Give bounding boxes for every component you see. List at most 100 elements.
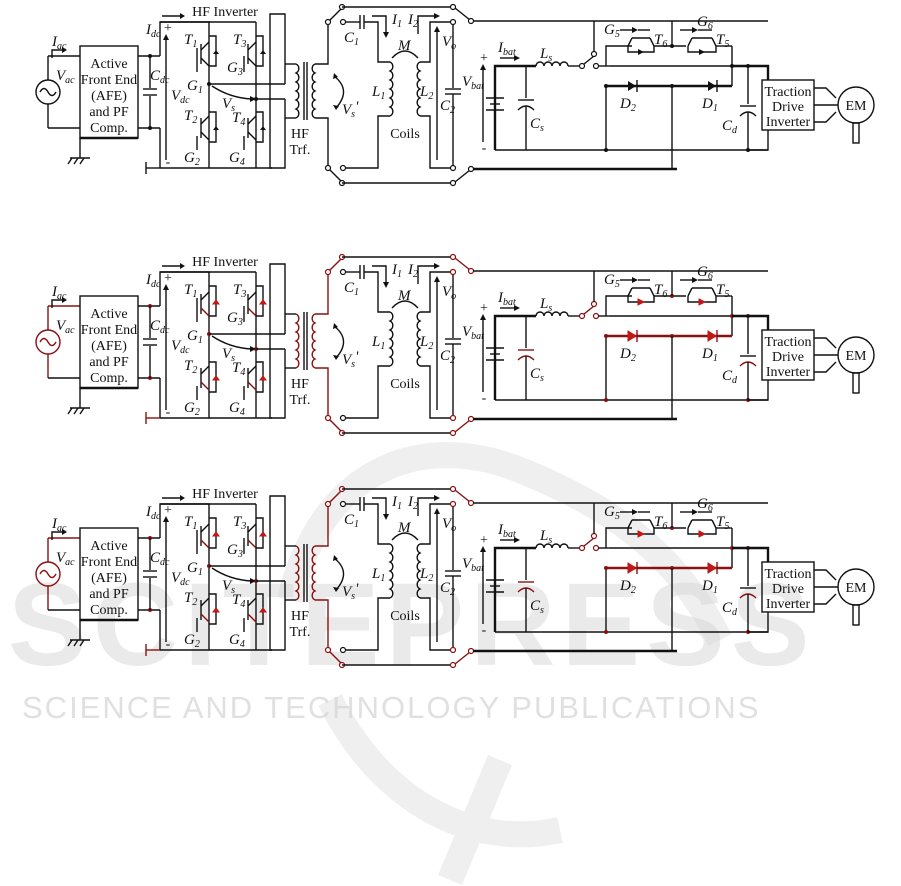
- svg-text:and PF: and PF: [89, 355, 129, 370]
- ac-source: Iac Vac: [35, 284, 80, 379]
- svg-text:Vdc: Vdc: [171, 88, 190, 106]
- traction-section: Cd Traction Drive Inverter EM: [722, 546, 875, 634]
- svg-text:HF Inverter: HF Inverter: [192, 5, 258, 20]
- igbt-t1: T1 G1: [184, 282, 220, 346]
- svg-text:G1: G1: [187, 328, 203, 346]
- svg-text:L1: L1: [371, 334, 385, 352]
- svg-text:I1: I1: [391, 494, 402, 512]
- coupling-coils: C1 I1 M L1 L2 Coils I2 Vo C2: [344, 12, 461, 169]
- igbt-t3: T3 G3: [227, 514, 267, 560]
- svg-text:T4: T4: [232, 360, 245, 378]
- svg-text:Vs': Vs': [342, 581, 359, 602]
- igbt-t4: T4 G4: [229, 360, 267, 418]
- svg-text:and PF: and PF: [89, 587, 129, 602]
- hf-transformer: HF Trf. Vs': [269, 13, 359, 169]
- secondary-switches: [449, 3, 768, 187]
- svg-text:Active: Active: [90, 307, 127, 322]
- circuit-panel-b: Iac Vac Active Front End (AFE) and PF Co…: [0, 250, 901, 450]
- svg-text:Active: Active: [90, 539, 127, 554]
- svg-text:G6: G6: [697, 496, 713, 514]
- svg-text:G4: G4: [229, 400, 245, 418]
- battery-section: + - Vbat Ibat Cs Ls: [462, 21, 768, 156]
- primary-switches: [324, 485, 453, 669]
- svg-text:T5: T5: [716, 514, 729, 532]
- coupling-coils: C1 I1 M L1 L2 Coils I2 Vo C2: [344, 262, 461, 419]
- ac-source: Iac Vac: [35, 34, 80, 129]
- svg-text:Cd: Cd: [722, 600, 738, 618]
- svg-text:HF Inverter: HF Inverter: [192, 487, 258, 502]
- hf-inverter: HF Inverter T1 G1 T3 G3: [160, 255, 285, 418]
- svg-text:M: M: [397, 520, 412, 536]
- svg-text:I2: I2: [407, 494, 418, 512]
- svg-text:D1: D1: [701, 96, 718, 114]
- svg-text:G2: G2: [184, 632, 200, 650]
- current-arrow-icon: [62, 297, 67, 303]
- svg-text:G4: G4: [229, 150, 245, 168]
- svg-text:-: -: [166, 155, 171, 170]
- svg-text:G5: G5: [604, 272, 620, 290]
- svg-text:I2: I2: [407, 262, 418, 280]
- svg-text:L2: L2: [419, 566, 433, 584]
- svg-text:Comp.: Comp.: [90, 603, 128, 618]
- transistor-t5: G6 T5: [680, 14, 729, 55]
- afe-block: Active Front End (AFE) and PF Comp.: [79, 45, 139, 140]
- svg-text:Vbat: Vbat: [462, 324, 484, 342]
- igbt-t4: T4 G4: [229, 592, 267, 650]
- dc-link: Cdc Idc + - Vdc: [138, 13, 272, 174]
- svg-text:Coils: Coils: [390, 609, 420, 624]
- svg-text:T6: T6: [654, 514, 667, 532]
- transistor-t5: G6 T5: [680, 264, 729, 306]
- svg-text:Idc: Idc: [145, 272, 161, 290]
- svg-text:G3: G3: [227, 542, 243, 560]
- svg-text:T3: T3: [233, 514, 246, 532]
- svg-text:Traction: Traction: [765, 335, 812, 350]
- circuit-panel-a: Iac Vac Active Front End (AFE) and PF Co…: [0, 0, 901, 200]
- svg-text:-: -: [482, 141, 487, 156]
- hf-inverter: HF Inverter T1 G1 T3 G3: [160, 487, 285, 650]
- diode-d1: D1: [701, 330, 718, 364]
- svg-text:-: -: [166, 637, 171, 652]
- svg-text:-: -: [482, 391, 487, 406]
- svg-text:D2: D2: [619, 96, 636, 114]
- igbt-t1: T1 G1: [184, 514, 220, 578]
- svg-text:Front End: Front End: [81, 555, 137, 570]
- secondary-switches: [449, 253, 768, 437]
- hf-transformer: HF Trf. Vs': [269, 495, 359, 651]
- svg-text:Idc: Idc: [145, 22, 161, 40]
- svg-text:T6: T6: [654, 32, 667, 50]
- svg-text:+: +: [164, 271, 172, 286]
- svg-text:Ibat: Ibat: [497, 290, 516, 308]
- svg-text:L1: L1: [371, 566, 385, 584]
- svg-text:Cdc: Cdc: [150, 68, 170, 86]
- svg-text:+: +: [480, 301, 488, 316]
- svg-text:G3: G3: [227, 310, 243, 328]
- svg-text:L1: L1: [371, 84, 385, 102]
- svg-text:C1: C1: [344, 512, 359, 530]
- svg-text:Cs: Cs: [530, 598, 544, 616]
- svg-text:Traction: Traction: [765, 567, 812, 582]
- svg-text:Iac: Iac: [51, 34, 67, 52]
- igbt-t2: T2 G2: [184, 108, 219, 168]
- svg-text:G1: G1: [187, 78, 203, 96]
- svg-text:Vac: Vac: [56, 318, 75, 336]
- svg-text:Ls: Ls: [539, 528, 552, 546]
- hf-transformer: HF Trf. Vs': [269, 263, 359, 419]
- svg-text:I1: I1: [391, 262, 402, 280]
- svg-text:EM: EM: [846, 581, 868, 596]
- circuit-panel-c: Iac Vac Active Front End (AFE) and PF Co…: [0, 482, 901, 682]
- svg-text:Cd: Cd: [722, 118, 738, 136]
- svg-text:Front End: Front End: [81, 323, 137, 338]
- svg-text:D2: D2: [619, 346, 636, 364]
- transistor-t6: G5 T6: [604, 504, 667, 538]
- svg-text:Cs: Cs: [530, 116, 544, 134]
- svg-text:Inverter: Inverter: [766, 597, 811, 612]
- svg-text:-: -: [482, 623, 487, 638]
- svg-text:M: M: [397, 288, 412, 304]
- svg-text:Iac: Iac: [51, 516, 67, 534]
- svg-text:G6: G6: [697, 14, 713, 32]
- svg-text:Trf.: Trf.: [290, 625, 311, 640]
- primary-switches: [324, 253, 453, 437]
- svg-text:T6: T6: [654, 282, 667, 300]
- svg-text:Inverter: Inverter: [766, 115, 811, 130]
- svg-text:Vac: Vac: [56, 550, 75, 568]
